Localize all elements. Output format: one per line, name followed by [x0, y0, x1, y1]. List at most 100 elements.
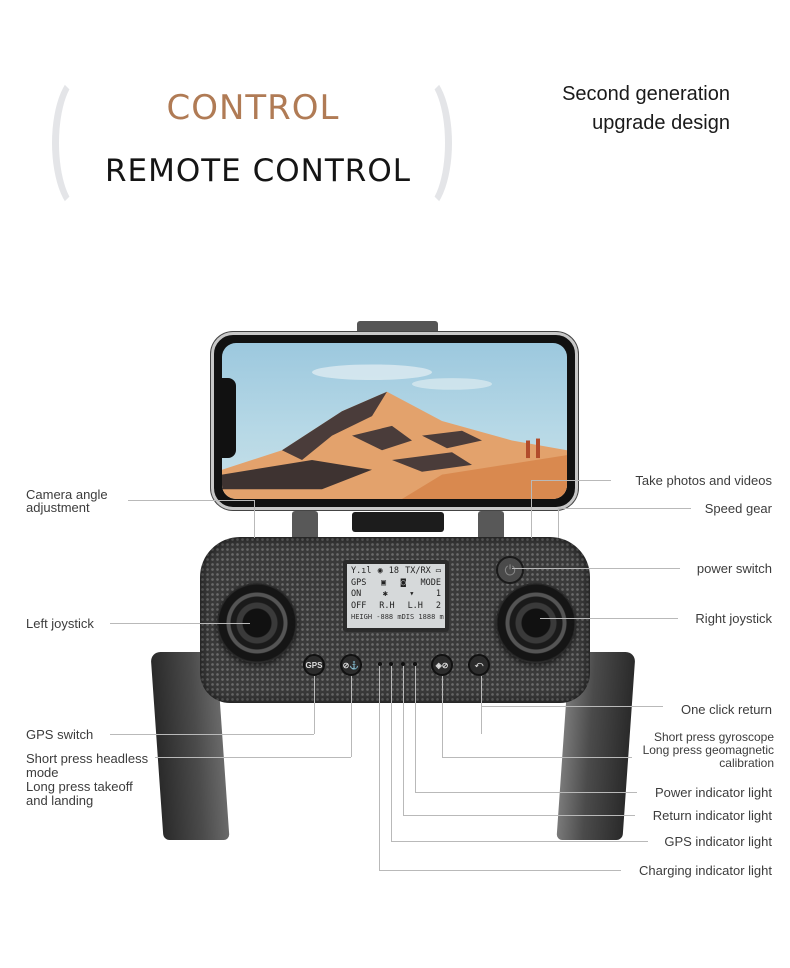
callout-line — [254, 500, 255, 538]
lcd-off-label: OFF — [351, 600, 367, 611]
lcd-rh-label: R.H — [379, 600, 395, 611]
holder-arm-left — [292, 511, 318, 541]
label-power-switch: power switch — [696, 561, 772, 576]
callout-line — [558, 508, 559, 538]
right-bracket-decoration — [392, 72, 452, 214]
callout-line — [155, 757, 351, 758]
gyro-icon: ✱ — [382, 589, 388, 599]
label-text: mode — [26, 765, 59, 780]
headless-takeoff-icon: ⊘⚓ — [342, 660, 360, 670]
callout-line — [442, 757, 632, 758]
callout-line — [110, 734, 314, 735]
lcd-mode-2: 2 — [435, 600, 441, 611]
label-camera-angle: Camera angle adjustment — [26, 488, 108, 514]
callout-line — [391, 666, 392, 841]
label-gps-switch: GPS switch — [26, 727, 94, 742]
photo-icon: ▣ — [380, 577, 387, 588]
desert-dune-illustration — [222, 364, 567, 499]
label-one-click-return: One click return — [680, 702, 772, 717]
label-text: calibration — [719, 756, 774, 770]
lcd-mode-label: MODE — [420, 577, 441, 588]
holder-arm-right — [478, 511, 504, 541]
label-text: Short press gyroscope — [653, 730, 774, 744]
callout-line — [391, 841, 648, 842]
lcd-distance-readout: DIS 1888 m — [401, 613, 444, 621]
phone-clamp-top — [357, 321, 438, 335]
callout-line — [512, 568, 680, 569]
video-icon: ◙ — [400, 577, 406, 588]
label-gps-indicator: GPS indicator light — [664, 834, 772, 849]
label-gyro-calibration: Short press gyroscope Long press geomagn… — [643, 731, 774, 770]
charging-indicator-light — [378, 662, 382, 666]
label-speed-gear: Speed gear — [704, 501, 772, 516]
camera-mode-icon: ◉ — [377, 566, 383, 576]
subtitle: Second generation upgrade design — [562, 80, 730, 138]
callout-line — [558, 508, 691, 509]
lcd-row: OFF R.H L.H 2 — [351, 601, 441, 613]
battery-icon: TX/RX ▭ — [405, 566, 441, 576]
subtitle-line-1: Second generation — [562, 83, 730, 105]
label-headless-takeoff: Short press headless mode Long press tak… — [26, 752, 148, 808]
callout-line — [415, 666, 416, 792]
lcd-row: ON ✱ ▾ 1 — [351, 589, 441, 601]
label-text: Camera angle — [26, 487, 108, 502]
label-right-joystick: Right joystick — [695, 611, 772, 626]
lcd-row: HEIGH -888 m DIS 1888 m — [351, 612, 444, 624]
power-icon: ⏻ — [504, 561, 516, 578]
callout-line — [379, 870, 621, 871]
right-joystick[interactable] — [496, 583, 576, 663]
callout-line — [403, 815, 635, 816]
label-text: adjustment — [26, 500, 90, 515]
lcd-mode-1: 1 — [435, 589, 441, 599]
holder-hinge — [352, 512, 444, 532]
label-power-indicator: Power indicator light — [654, 785, 772, 800]
return-home-icon: ⤺ — [474, 660, 484, 669]
callout-line — [481, 706, 663, 707]
return-indicator-light — [401, 662, 405, 666]
gps-switch-button[interactable]: GPS — [303, 654, 325, 676]
label-text: Short press headless — [26, 751, 149, 766]
power-switch-button[interactable]: ⏻ — [496, 556, 524, 584]
gyro-calibration-button[interactable]: ◈⊘ — [431, 654, 453, 676]
lcd-gps-label: GPS — [351, 577, 367, 588]
lcd-row: Y.ıl ◉ 18 TX/RX ▭ — [351, 566, 441, 578]
callout-line — [540, 618, 678, 619]
left-bracket-decoration — [52, 72, 112, 214]
callout-line — [403, 666, 404, 816]
label-text: Long press takeoff — [26, 779, 133, 794]
label-take-photos: Take photos and videos — [635, 473, 772, 488]
callout-line — [531, 480, 532, 538]
lcd-height-readout: HEIGH -888 m — [351, 613, 402, 621]
callout-line — [351, 676, 352, 757]
callout-line — [415, 792, 637, 793]
callout-line — [110, 623, 250, 624]
phone-screen-desert-image — [222, 343, 567, 499]
lcd-value: 18 — [388, 566, 400, 576]
lcd-lh-label: L.H — [407, 600, 423, 611]
label-text: and landing — [26, 793, 94, 808]
signal-icon: Y.ıl — [351, 566, 372, 576]
phone-notch — [222, 378, 236, 458]
one-click-return-button[interactable]: ⤺ — [468, 654, 490, 676]
lcd-display: Y.ıl ◉ 18 TX/RX ▭ GPS ▣ ◙ MODE ON ✱ ▾ 1 … — [343, 560, 449, 632]
callout-line — [128, 500, 254, 501]
callout-line — [379, 666, 380, 870]
lcd-row: GPS ▣ ◙ MODE — [351, 578, 441, 590]
label-text: Long press geomagnetic — [642, 743, 774, 757]
lcd-on-label: ON — [351, 589, 362, 599]
callout-line — [442, 676, 443, 757]
callout-line — [481, 676, 482, 734]
gyro-calibration-icon: ◈⊘ — [435, 660, 449, 670]
power-indicator-light — [413, 662, 417, 666]
label-left-joystick: Left joystick — [26, 616, 94, 631]
headless-takeoff-button[interactable]: ⊘⚓ — [340, 654, 362, 676]
label-return-indicator: Return indicator light — [652, 808, 772, 823]
gps-indicator-light — [389, 662, 393, 666]
callout-line — [531, 480, 611, 481]
smartphone — [211, 332, 578, 510]
subtitle-line-2: upgrade design — [592, 112, 730, 134]
gps-icon: GPS — [305, 660, 323, 670]
page-title: REMOTE CONTROL — [104, 153, 412, 189]
label-charging-indicator: Charging indicator light — [639, 863, 772, 878]
title-accent: CONTROL — [166, 88, 340, 128]
